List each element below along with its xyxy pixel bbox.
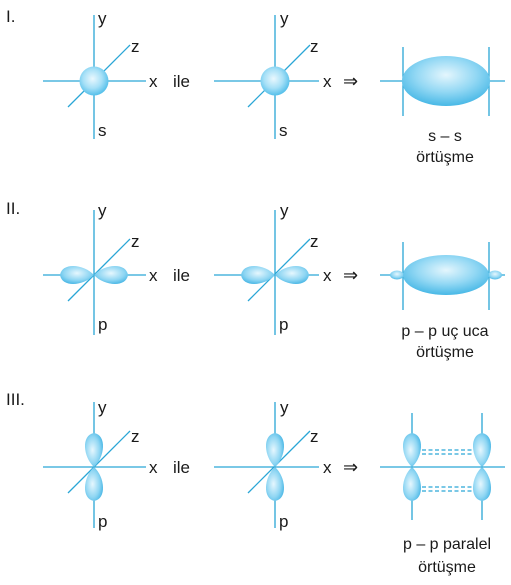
py-orbital bbox=[84, 433, 104, 501]
z-axis-label: z bbox=[310, 232, 319, 251]
x-axis-label: x bbox=[323, 458, 332, 477]
y-axis-label: y bbox=[98, 9, 107, 28]
x-axis-label: x bbox=[323, 72, 332, 91]
sigma-bond-orbital bbox=[403, 255, 489, 295]
x-axis-label: x bbox=[149, 72, 158, 91]
z-axis-label: z bbox=[310, 37, 319, 56]
connector-ile: ile bbox=[173, 72, 190, 91]
y-axis-label: y bbox=[280, 398, 289, 417]
orbital-label: p bbox=[98, 315, 107, 334]
small-back-lobe bbox=[390, 270, 404, 280]
caption-line-1: p – p uç uca bbox=[401, 323, 488, 340]
implies-arrow: ⇒ bbox=[343, 265, 358, 285]
py-orbital bbox=[402, 433, 422, 501]
z-axis-label: z bbox=[131, 37, 140, 56]
z-axis-label: z bbox=[131, 232, 140, 251]
caption-line-1: p – p paralel bbox=[403, 536, 491, 553]
z-axis-label: z bbox=[310, 427, 319, 446]
y-axis-label: y bbox=[280, 9, 289, 28]
s-orbital bbox=[79, 66, 109, 96]
px-orbital bbox=[60, 265, 128, 285]
connector-ile: ile bbox=[173, 458, 190, 477]
x-axis-label: x bbox=[149, 458, 158, 477]
z-axis-label: z bbox=[131, 427, 140, 446]
x-axis-label: x bbox=[323, 266, 332, 285]
caption-line-1: s – s bbox=[428, 128, 462, 145]
px-orbital bbox=[241, 265, 309, 285]
row-2: II. y z x p ile y z x p ⇒ bbox=[6, 199, 505, 361]
orbital-label: p bbox=[279, 512, 288, 531]
orbital-label: p bbox=[98, 512, 107, 531]
row-1-numeral: I. bbox=[6, 7, 15, 26]
row-2-axes-a bbox=[43, 210, 146, 335]
py-orbital bbox=[472, 433, 492, 501]
sigma-bond-orbital bbox=[402, 56, 490, 106]
caption-line-2: örtüşme bbox=[416, 149, 474, 166]
s-orbital bbox=[260, 66, 290, 96]
x-axis-label: x bbox=[149, 266, 158, 285]
p-p-parallel-overlap-result bbox=[380, 413, 505, 520]
s-s-overlap-result bbox=[380, 47, 505, 116]
implies-arrow: ⇒ bbox=[343, 71, 358, 91]
orbital-label: p bbox=[279, 315, 288, 334]
y-axis-label: y bbox=[280, 201, 289, 220]
caption-line-2: örtüşme bbox=[416, 344, 474, 361]
orbital-label: s bbox=[98, 121, 107, 140]
orbital-label: s bbox=[279, 121, 288, 140]
caption-line-2: örtüşme bbox=[418, 559, 476, 576]
y-axis-label: y bbox=[98, 398, 107, 417]
connector-ile: ile bbox=[173, 266, 190, 285]
implies-arrow: ⇒ bbox=[343, 457, 358, 477]
pi-bond-dashed-lines bbox=[422, 449, 472, 492]
row-1: I. y z x s ile y z x s ⇒ s bbox=[6, 7, 505, 166]
y-axis-label: y bbox=[98, 201, 107, 220]
p-p-end-to-end-overlap-result bbox=[380, 242, 505, 310]
row-3-numeral: III. bbox=[6, 390, 25, 409]
row-2-numeral: II. bbox=[6, 199, 20, 218]
row-3: III. y z x p ile y z x p ⇒ bbox=[6, 390, 505, 576]
py-orbital bbox=[265, 433, 285, 501]
row-3-axes-b bbox=[214, 402, 319, 528]
small-back-lobe bbox=[488, 270, 502, 280]
